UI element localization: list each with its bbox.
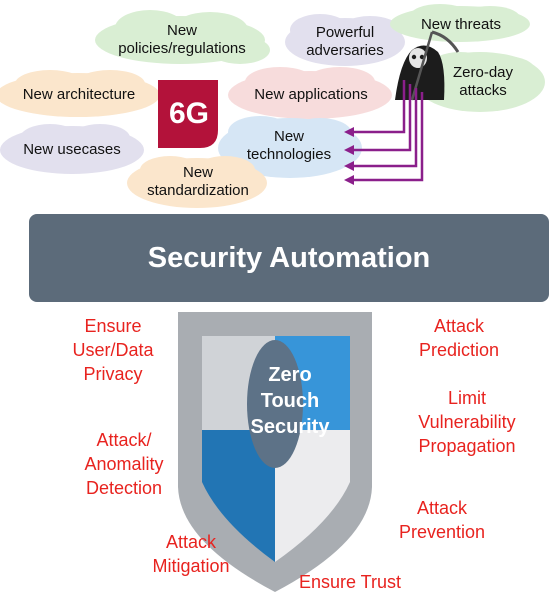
- label-attack-prevention-line1: Attack: [416, 498, 468, 518]
- cloud-usecases-text: New usecases: [23, 141, 121, 158]
- cloud-standardization-line1: New: [182, 164, 213, 181]
- label-ensure-privacy: Ensure User/Data Privacy: [58, 314, 168, 386]
- cloud-applications: [228, 67, 392, 119]
- cloud-adversaries-line2: adversaries: [306, 42, 384, 59]
- label-ensure-trust: Ensure Trust: [298, 572, 402, 592]
- cloud-adversaries-line1: Powerful: [315, 24, 375, 41]
- arrow-heads: [344, 127, 354, 185]
- attack-arrows: [352, 80, 424, 182]
- cloud-threats: [390, 4, 530, 42]
- label-ensure-privacy-line1: Ensure: [84, 316, 142, 336]
- shield: [178, 312, 372, 592]
- cloud-standardization-line2: standardization: [147, 182, 249, 199]
- cloud-zero-day-line1: Zero-day: [452, 64, 514, 81]
- label-attack-prevention-line2: Prevention: [398, 522, 486, 542]
- cloud-applications-text: New applications: [254, 86, 368, 103]
- label-attack-mitigation-line2: Mitigation: [152, 556, 230, 576]
- cloud-adversaries-text: Powerful adversaries: [292, 24, 398, 60]
- cloud-policies-text: New policies/regulations: [96, 22, 268, 58]
- shield-ellipse: [247, 340, 303, 468]
- security-automation-banner: Security Automation: [29, 214, 549, 302]
- cloud-zero-day: [415, 52, 545, 112]
- cloud-technologies-line1: New: [273, 128, 304, 145]
- cloud-standardization: [127, 156, 267, 208]
- zero-touch-security-label: Zero Touch Security: [240, 362, 340, 440]
- label-attack-mitigation: Attack Mitigation: [136, 530, 246, 578]
- cloud-policies-line2: policies/regulations: [118, 40, 246, 57]
- label-anomaly-detection-line1: Attack/: [96, 430, 152, 450]
- 6g-logo-text: 6G: [168, 97, 210, 130]
- cloud-threats-text: New threats: [420, 16, 502, 33]
- cloud-technologies-text: New technologies: [234, 128, 344, 164]
- label-anomaly-detection: Attack/ Anomality Detection: [64, 428, 184, 500]
- label-limit-vulnerability-line1: Limit: [447, 388, 486, 408]
- label-anomaly-detection-line2: Anomality: [84, 454, 164, 474]
- reaper-icon: [395, 30, 460, 101]
- label-attack-prevention: Attack Prevention: [382, 496, 502, 544]
- zts-line3: Security: [250, 416, 330, 438]
- cloud-architecture-text: New architecture: [22, 86, 136, 103]
- zts-line1: Zero: [268, 364, 312, 386]
- label-attack-prediction: Attack Prediction: [404, 314, 514, 362]
- banner-title: Security Automation: [147, 241, 431, 274]
- label-ensure-privacy-line2: User/Data: [72, 340, 154, 360]
- cloud-architecture: [0, 70, 160, 117]
- cloud-zero-day-line2: attacks: [459, 82, 507, 99]
- cloud-usecases: [0, 124, 144, 174]
- label-anomaly-detection-line3: Detection: [85, 478, 163, 498]
- cloud-technologies-line2: technologies: [246, 146, 332, 163]
- cloud-zero-day-text: Zero-day attacks: [438, 64, 528, 100]
- label-attack-prediction-line2: Prediction: [418, 340, 500, 360]
- zts-line2: Touch: [260, 390, 320, 412]
- cloud-policies: [95, 10, 270, 64]
- 6g-logo: [158, 80, 218, 148]
- label-limit-vulnerability: Limit Vulnerability Propagation: [402, 386, 532, 458]
- cloud-standardization-text: New standardization: [128, 164, 268, 200]
- cloud-policies-line1: New: [166, 22, 197, 39]
- clouds-layer: [0, 4, 545, 208]
- label-attack-prediction-line1: Attack: [433, 316, 485, 336]
- label-limit-vulnerability-line2: Vulnerability: [418, 412, 516, 432]
- label-ensure-privacy-line3: Privacy: [83, 364, 143, 384]
- cloud-adversaries: [285, 14, 405, 66]
- label-attack-mitigation-line1: Attack: [165, 532, 217, 552]
- cloud-technologies: [218, 116, 362, 178]
- label-limit-vulnerability-line3: Propagation: [418, 436, 516, 456]
